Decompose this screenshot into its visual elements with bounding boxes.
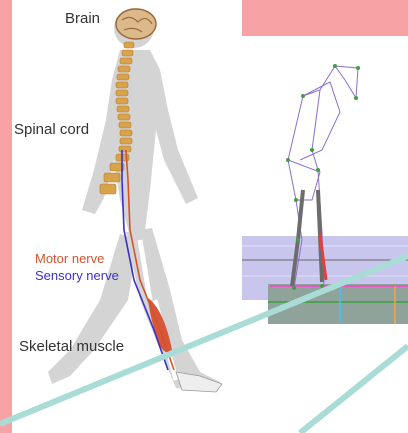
brain-label: Brain	[65, 10, 100, 27]
motor-nerve-label: Motor nerve	[35, 251, 104, 266]
skeletal-muscle-label: Skeletal muscle	[19, 338, 124, 355]
spinal-cord-label: Spinal cord	[14, 121, 89, 138]
sensory-nerve-label: Sensory nerve	[35, 268, 119, 283]
